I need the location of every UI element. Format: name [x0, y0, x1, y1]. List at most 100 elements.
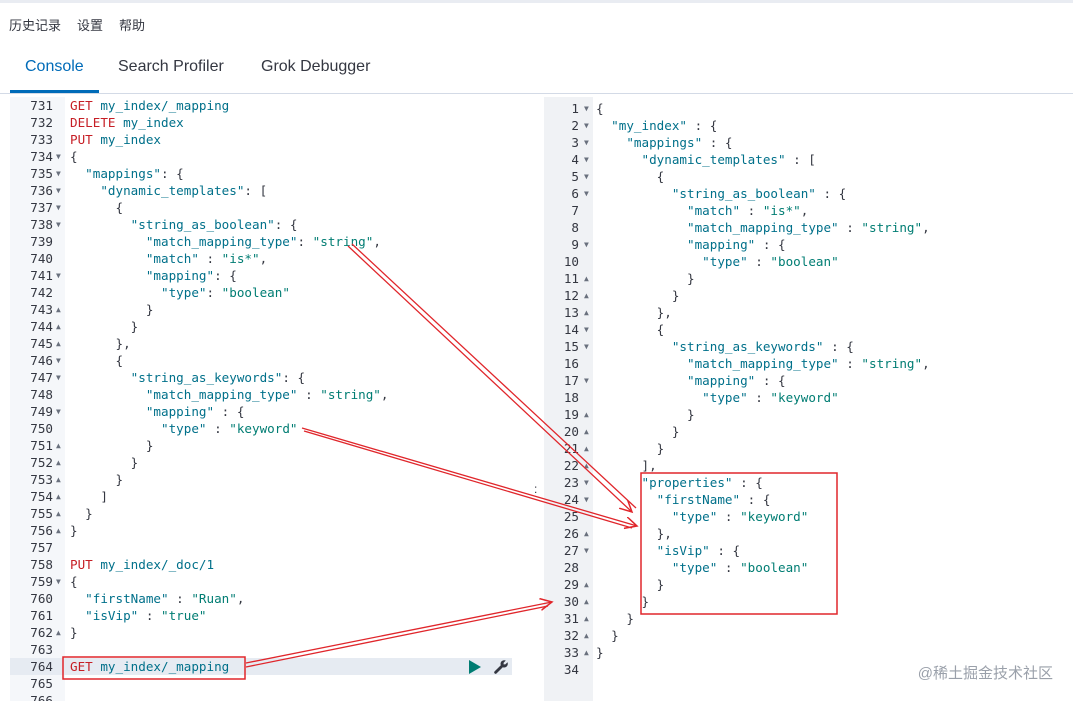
- line-number: 8: [571, 220, 579, 235]
- code-text: "string_as_boolean": {: [130, 217, 298, 232]
- fold-expand-icon[interactable]: ▲: [56, 628, 61, 637]
- line-number: 742: [30, 285, 53, 300]
- fold-collapse-icon[interactable]: ▼: [584, 325, 589, 334]
- menu-help[interactable]: 帮助: [119, 18, 146, 33]
- tab-console[interactable]: Console: [25, 58, 84, 75]
- response-line: 33▲}: [544, 644, 1073, 661]
- fold-collapse-icon[interactable]: ▼: [56, 186, 61, 195]
- fold-collapse-icon[interactable]: ▼: [584, 478, 589, 487]
- fold-collapse-icon[interactable]: ▼: [584, 155, 589, 164]
- line-number: 750: [30, 421, 53, 436]
- code-text: {: [596, 322, 665, 337]
- fold-collapse-icon[interactable]: ▼: [584, 240, 589, 249]
- fold-collapse-icon[interactable]: ▼: [56, 152, 61, 161]
- fold-expand-icon[interactable]: ▲: [56, 509, 61, 518]
- code-text: "mappings": {: [85, 166, 184, 181]
- fold-collapse-icon[interactable]: ▼: [56, 373, 61, 382]
- fold-expand-icon[interactable]: ▲: [584, 597, 589, 606]
- request-line: 739 "match_mapping_type": "string",: [10, 233, 512, 250]
- fold-expand-icon[interactable]: ▲: [584, 410, 589, 419]
- line-number: 12: [563, 288, 579, 303]
- tab-grok-debugger[interactable]: Grok Debugger: [261, 58, 371, 75]
- code-text: "mapping" : {: [687, 237, 786, 252]
- code-text: "mapping": {: [145, 268, 237, 283]
- fold-expand-icon[interactable]: ▲: [584, 444, 589, 453]
- fold-collapse-icon[interactable]: ▼: [584, 495, 589, 504]
- fold-expand-icon[interactable]: ▲: [56, 492, 61, 501]
- fold-collapse-icon[interactable]: ▼: [56, 220, 61, 229]
- wrench-icon[interactable]: [493, 659, 509, 675]
- fold-expand-icon[interactable]: ▲: [584, 631, 589, 640]
- line-number: 738: [30, 217, 53, 232]
- request-line: 766: [10, 692, 512, 701]
- line-number: 4: [571, 152, 579, 167]
- fold-expand-icon[interactable]: ▲: [56, 305, 61, 314]
- fold-expand-icon[interactable]: ▲: [584, 580, 589, 589]
- request-line: 759▼{: [10, 573, 512, 590]
- fold-expand-icon[interactable]: ▲: [584, 529, 589, 538]
- fold-expand-icon[interactable]: ▲: [584, 461, 589, 470]
- code-text: "type" : "keyword": [671, 509, 809, 524]
- code-text: },: [596, 526, 672, 541]
- fold-expand-icon[interactable]: ▲: [584, 308, 589, 317]
- response-line: 30▲ }: [544, 593, 1073, 610]
- fold-collapse-icon[interactable]: ▼: [56, 271, 61, 280]
- request-line: 749▼ "mapping" : {: [10, 403, 512, 420]
- code-text: }: [596, 628, 619, 643]
- code-text: }: [596, 645, 604, 660]
- request-line: 742 "type": "boolean": [10, 284, 512, 301]
- fold-expand-icon[interactable]: ▲: [56, 526, 61, 535]
- menu-history[interactable]: 历史记录: [9, 18, 62, 33]
- code-text: }: [596, 594, 650, 609]
- play-icon[interactable]: [469, 660, 481, 674]
- fold-collapse-icon[interactable]: ▼: [56, 203, 61, 212]
- line-number: 756: [30, 523, 53, 538]
- fold-expand-icon[interactable]: ▲: [56, 475, 61, 484]
- line-number: 16: [563, 356, 579, 371]
- code-text: "mapping" : {: [687, 373, 786, 388]
- fold-collapse-icon[interactable]: ▼: [584, 376, 589, 385]
- line-number: 5: [571, 169, 579, 184]
- response-line: 19▲ }: [544, 406, 1073, 423]
- line-number: 11: [563, 271, 579, 286]
- fold-expand-icon[interactable]: ▲: [584, 427, 589, 436]
- fold-expand-icon[interactable]: ▲: [584, 614, 589, 623]
- code-text: }: [70, 472, 124, 487]
- fold-expand-icon[interactable]: ▲: [56, 441, 61, 450]
- fold-collapse-icon[interactable]: ▼: [56, 356, 61, 365]
- fold-expand-icon[interactable]: ▲: [584, 291, 589, 300]
- fold-expand-icon[interactable]: ▲: [584, 648, 589, 657]
- fold-collapse-icon[interactable]: ▼: [56, 169, 61, 178]
- fold-collapse-icon[interactable]: ▼: [584, 138, 589, 147]
- code-text: {: [596, 101, 604, 116]
- fold-collapse-icon[interactable]: ▼: [584, 189, 589, 198]
- fold-collapse-icon[interactable]: ▼: [584, 121, 589, 130]
- fold-expand-icon[interactable]: ▲: [56, 339, 61, 348]
- response-line: 21▲ }: [544, 440, 1073, 457]
- line-number: 20: [563, 424, 579, 439]
- fold-expand-icon[interactable]: ▲: [56, 322, 61, 331]
- fold-collapse-icon[interactable]: ▼: [584, 342, 589, 351]
- fold-collapse-icon[interactable]: ▼: [56, 577, 61, 586]
- fold-collapse-icon[interactable]: ▼: [584, 546, 589, 555]
- pane-resize-handle[interactable]: :: [534, 482, 538, 496]
- fold-collapse-icon[interactable]: ▼: [584, 104, 589, 113]
- response-viewer: 1▼{2▼ "my_index" : {3▼ "mappings" : {4▼ …: [544, 97, 1073, 701]
- fold-collapse-icon[interactable]: ▼: [56, 407, 61, 416]
- request-gutter: [10, 97, 65, 701]
- fold-collapse-icon[interactable]: ▼: [584, 172, 589, 181]
- line-number: 761: [30, 608, 53, 623]
- tab-search-profiler[interactable]: Search Profiler: [118, 58, 224, 75]
- fold-expand-icon[interactable]: ▲: [56, 458, 61, 467]
- line-number: 2: [571, 118, 579, 133]
- response-line: 1 ▼ {: [544, 100, 1073, 117]
- code-text: }: [70, 625, 78, 640]
- line-number: 760: [30, 591, 53, 606]
- menu-settings[interactable]: 设置: [77, 18, 104, 33]
- line-number: 1: [571, 101, 579, 116]
- fold-expand-icon[interactable]: ▲: [584, 274, 589, 283]
- request-line: 734▼{: [10, 148, 512, 165]
- response-line: 4▼ "dynamic_templates" : [: [544, 151, 1073, 168]
